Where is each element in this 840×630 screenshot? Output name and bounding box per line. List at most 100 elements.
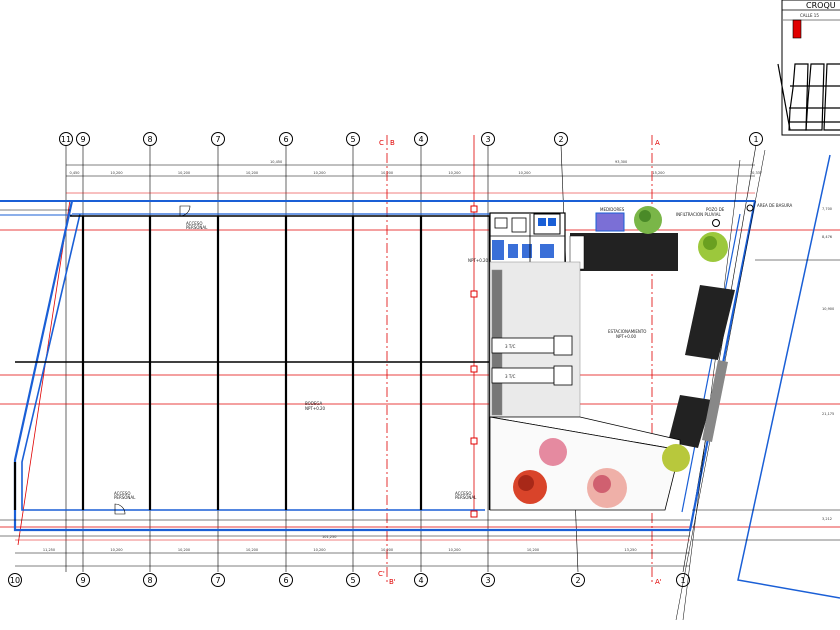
axis-head-bottom bbox=[143, 573, 157, 587]
bodega-columns bbox=[13, 216, 423, 510]
truck-2-label: 3 T/C bbox=[505, 374, 516, 379]
axis-label-top: 7 bbox=[215, 135, 220, 144]
access-label-bottom2-sub: PERSONAL bbox=[455, 495, 477, 500]
axis-label-top: 8 bbox=[147, 135, 152, 144]
bodega-sub: NPT+0.20 bbox=[305, 406, 326, 411]
site-boundary bbox=[0, 154, 840, 599]
bodega-label: BODEGA bbox=[305, 401, 323, 406]
axis-label-bottom: 10 bbox=[10, 576, 20, 585]
axis-label-bottom: 6 bbox=[283, 576, 288, 585]
dim-bottom-total: 101,250 bbox=[322, 535, 336, 539]
meters-label: MEDIDORES bbox=[600, 207, 625, 212]
axis-label-bottom: 1 bbox=[680, 576, 685, 585]
croquis-title: CROQU bbox=[806, 1, 836, 10]
axis-head-top bbox=[749, 132, 763, 146]
dim-top-value: 10,200 bbox=[518, 171, 530, 175]
dim-top-value: 10,200 bbox=[246, 171, 258, 175]
axis-head-bottom bbox=[481, 573, 495, 587]
dim-top-value: 15,200 bbox=[652, 171, 664, 175]
door-swings bbox=[114, 205, 191, 515]
croquis-panel: CROQU CALLE 15 bbox=[777, 0, 840, 136]
axis-label-top: 1 bbox=[753, 135, 758, 144]
axis-label-bottom: 3 bbox=[485, 576, 490, 585]
well-symbol bbox=[712, 219, 720, 227]
dim-bottom-value: 10,200 bbox=[110, 548, 122, 552]
well-label: POZO DE bbox=[706, 207, 725, 212]
axis-head-bottom bbox=[211, 573, 225, 587]
axis-label-top: 9 bbox=[80, 135, 85, 144]
dim-right-value: 3,212 bbox=[822, 517, 832, 521]
dim-right-value: 8,476 bbox=[822, 235, 832, 239]
axis-label-top: 4 bbox=[418, 135, 423, 144]
column-markers bbox=[470, 205, 478, 518]
hatched-areas bbox=[569, 233, 735, 448]
well-sub: INFILTRACION PLUVIAL bbox=[676, 212, 721, 217]
level-label: NPT+0.20 bbox=[468, 258, 489, 263]
axis-head-bottom bbox=[8, 573, 22, 587]
tree-icon bbox=[539, 438, 567, 466]
access-label-bottom-sub: PERSONAL bbox=[114, 495, 136, 500]
meters-room bbox=[595, 212, 625, 232]
dim-top-value: 10,200 bbox=[313, 171, 325, 175]
dim-bottom-row: 11,250 10,200 10,200 10,200 10,200 10,200 10,2… bbox=[43, 548, 637, 552]
croquis-site-marker bbox=[792, 19, 802, 39]
bodega-beams bbox=[15, 215, 492, 510]
dim-top-value: 0,450 bbox=[69, 171, 79, 175]
dim-bottom-value: 10,200 bbox=[313, 548, 325, 552]
trees bbox=[513, 206, 728, 508]
axis-head-top bbox=[279, 132, 293, 146]
axis-head-top bbox=[143, 132, 157, 146]
axis-head-top bbox=[59, 132, 73, 146]
cut-bottom-b: B' bbox=[389, 578, 396, 586]
axis-label-bottom: 4 bbox=[418, 576, 423, 585]
axis-label-top: 11 bbox=[61, 135, 71, 144]
dim-top-value: 10,200 bbox=[178, 171, 190, 175]
axis-label-top: 6 bbox=[283, 135, 288, 144]
axis-head-bottom bbox=[414, 573, 428, 587]
dim-right-value: 7,700 bbox=[822, 207, 832, 211]
axis-head-bottom bbox=[676, 573, 690, 587]
access-label-bottom2: ACCESO bbox=[455, 491, 471, 496]
bottom-dimension-lines bbox=[15, 539, 690, 567]
axis-label-bottom: 5 bbox=[350, 576, 355, 585]
dim-top-value: 10,200 bbox=[110, 171, 122, 175]
dim-bottom-value: 10,200 bbox=[178, 548, 190, 552]
dim-bottom-value: 13,250 bbox=[624, 548, 636, 552]
croquis-blocks bbox=[777, 63, 840, 131]
dim-top-total2: 93,300 bbox=[615, 160, 627, 164]
dim-bottom-value: 10,200 bbox=[527, 548, 539, 552]
dim-top-value: 10,337 bbox=[750, 171, 762, 175]
axis-label-bottom: 9 bbox=[80, 576, 85, 585]
dim-bottom-value: 10,200 bbox=[448, 548, 460, 552]
access-label-bottom: ACCESO bbox=[114, 491, 130, 496]
axis-head-bottom bbox=[571, 573, 585, 587]
axis-label-top: 5 bbox=[350, 135, 355, 144]
axis-head-bottom bbox=[346, 573, 360, 587]
axis-label-top: 2 bbox=[558, 135, 563, 144]
axis-head-top bbox=[554, 132, 568, 146]
axis-label-bottom: 2 bbox=[575, 576, 580, 585]
access-label-top-sub: PERSONAL bbox=[186, 225, 208, 230]
trash-label: AREA DE BASURA bbox=[757, 203, 792, 208]
axis-head-bottom bbox=[279, 573, 293, 587]
cut-top-a: A bbox=[655, 139, 660, 147]
cut-markers: C B A C' B' A' bbox=[378, 139, 662, 586]
axis-head-top bbox=[76, 132, 90, 146]
trash-symbol bbox=[746, 204, 754, 212]
axis-head-bottom bbox=[76, 573, 90, 587]
top-dimensions bbox=[66, 164, 755, 194]
croquis-street-label: CALLE 15 bbox=[800, 13, 819, 18]
axis-label-top: 3 bbox=[485, 135, 490, 144]
trucks bbox=[491, 335, 573, 386]
access-label-top: ACCESO bbox=[186, 221, 202, 226]
cut-bottom-c: C' bbox=[378, 570, 385, 578]
axis-head-top bbox=[481, 132, 495, 146]
dim-bottom-value: 10,200 bbox=[246, 548, 258, 552]
dim-bottom-value: 11,250 bbox=[43, 548, 55, 552]
parking-sub: NPT+0.00 bbox=[616, 334, 637, 339]
cut-bottom-a: A' bbox=[655, 578, 662, 586]
axis-head-top bbox=[414, 132, 428, 146]
